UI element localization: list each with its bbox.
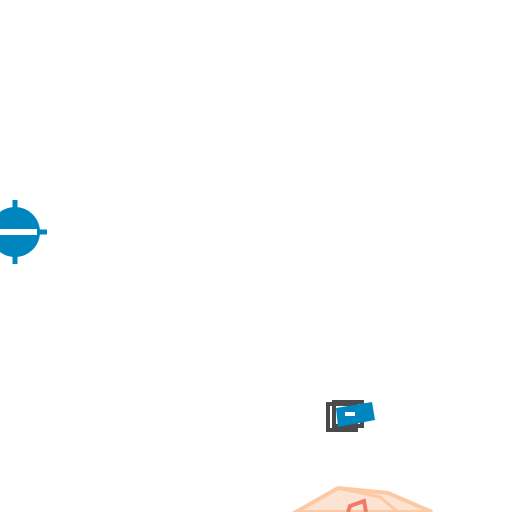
crosshair-center-bar [0,229,37,235]
marker-badge-dash [345,412,355,416]
location-crosshair-icon[interactable] [0,200,47,264]
region-inner-edge [337,486,399,512]
region-polygon[interactable] [291,485,433,512]
marker-blue-badge [336,402,375,427]
region-highlight-edge [346,498,368,512]
building-marker-icon[interactable] [326,400,375,432]
